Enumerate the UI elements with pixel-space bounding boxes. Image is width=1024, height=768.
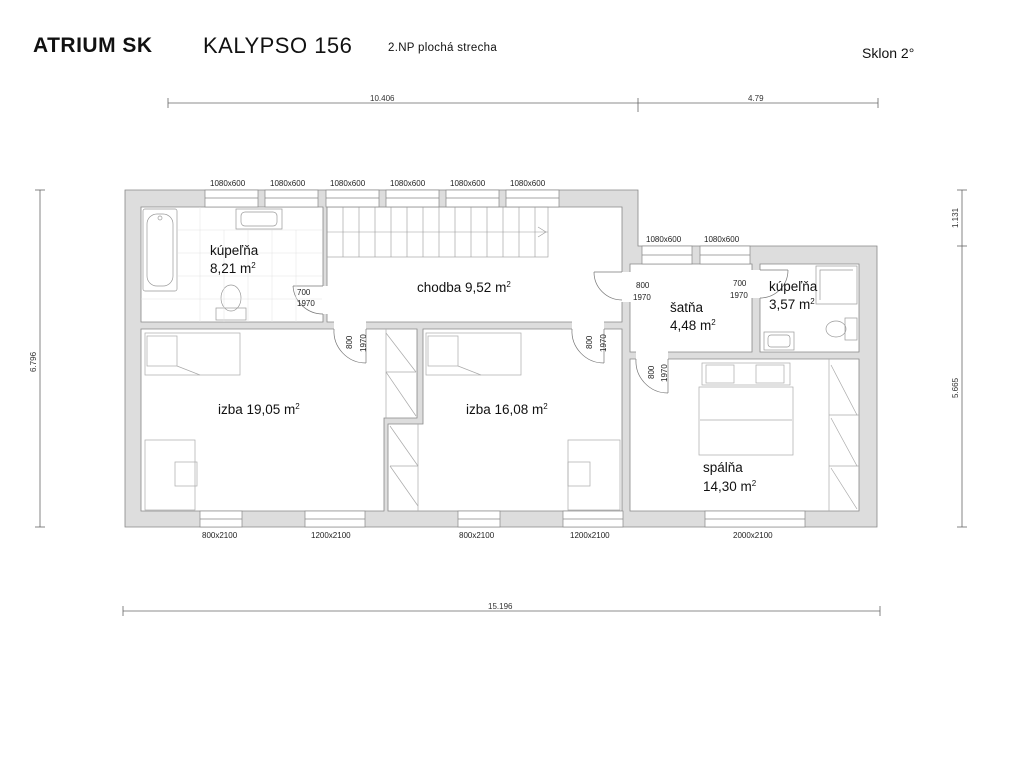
dimension-lines: [35, 98, 967, 616]
window-openings: [199, 189, 806, 528]
window-label-5: 1080x600: [450, 179, 486, 188]
room-area-bedroom: 14,30 m2: [703, 479, 757, 494]
window-label-4: 1080x600: [390, 179, 426, 188]
window-label-8: 1080x600: [704, 235, 740, 244]
brand-title: ATRIUM SK: [33, 34, 153, 57]
bedroom-wardrobe-icon: [828, 359, 859, 511]
window-label-7: 1080x600: [646, 235, 682, 244]
door-openings: [322, 270, 761, 360]
door-window-label-2: 1200x2100: [311, 531, 351, 540]
staircase-icon: [326, 206, 549, 258]
room-area-bath-large: 8,21 m2: [210, 261, 256, 276]
door-room2-height: 1970: [599, 334, 608, 352]
dim-right-main: 5.665: [951, 377, 960, 398]
room-name-bath-large: kúpeľňa: [210, 243, 259, 258]
window-label-6: 1080x600: [510, 179, 546, 188]
door-wardrobe-height: 1970: [633, 293, 651, 302]
small-toilet-icon: [825, 317, 858, 341]
door-window-label-1: 800x2100: [202, 531, 238, 540]
door-wardrobe-width: 800: [636, 281, 650, 290]
room-area-wardrobe: 4,48 m2: [670, 318, 716, 333]
door-room1-width: 800: [345, 335, 354, 349]
door-small-bath-width: 700: [733, 279, 747, 288]
door-bedroom-height: 1970: [660, 364, 669, 382]
roof-slope-label: Sklon 2°: [862, 45, 915, 61]
dim-bottom-total: 15.196: [488, 602, 513, 611]
window-label-1: 1080x600: [210, 179, 246, 188]
door-bath-width: 700: [297, 288, 311, 297]
bed-icon: [698, 362, 794, 456]
outer-wall: [124, 189, 878, 528]
room2-wardrobe-icon: [389, 424, 419, 511]
window-label-2: 1080x600: [270, 179, 306, 188]
bathroom-tile-grid: [141, 207, 322, 322]
room2-furniture-icon: [425, 332, 621, 511]
window-label-3: 1080x600: [330, 179, 366, 188]
room1-furniture-icon: [144, 332, 241, 511]
sink-icon: [235, 208, 283, 230]
dim-top-right: 4.79: [748, 94, 764, 103]
dim-right-top: 1.131: [951, 207, 960, 228]
room-label-room1: izba 19,05 m2: [218, 402, 300, 417]
room-name-bedroom: spálňa: [703, 460, 743, 475]
model-title: KALYPSO 156: [203, 33, 353, 58]
door-swings: [292, 269, 789, 394]
room1-wardrobe-icon: [385, 329, 417, 418]
door-bedroom-width: 800: [647, 365, 656, 379]
room-area-bath-small: 3,57 m2: [769, 297, 815, 312]
toilet-icon: [215, 284, 247, 321]
shower-icon: [815, 265, 858, 305]
room-name-bath-small: kúpeľňa: [769, 279, 818, 294]
door-window-label-5: 2000x2100: [733, 531, 773, 540]
room-label-hall: chodba 9,52 m2: [417, 280, 511, 295]
floor-subtitle: 2.NP plochá strecha: [388, 42, 498, 54]
door-room2-width: 800: [585, 335, 594, 349]
bathtub-icon: [142, 208, 178, 292]
door-window-label-3: 800x2100: [459, 531, 495, 540]
small-sink-icon: [763, 331, 795, 351]
door-bath-height: 1970: [297, 299, 315, 308]
dim-top-left: 10.406: [370, 94, 395, 103]
room-label-room2: izba 16,08 m2: [466, 402, 548, 417]
dim-left-height: 6.796: [29, 351, 38, 372]
door-room1-height: 1970: [359, 334, 368, 352]
door-window-label-4: 1200x2100: [570, 531, 610, 540]
door-small-bath-height: 1970: [730, 291, 748, 300]
room-name-wardrobe: šatňa: [670, 300, 704, 315]
